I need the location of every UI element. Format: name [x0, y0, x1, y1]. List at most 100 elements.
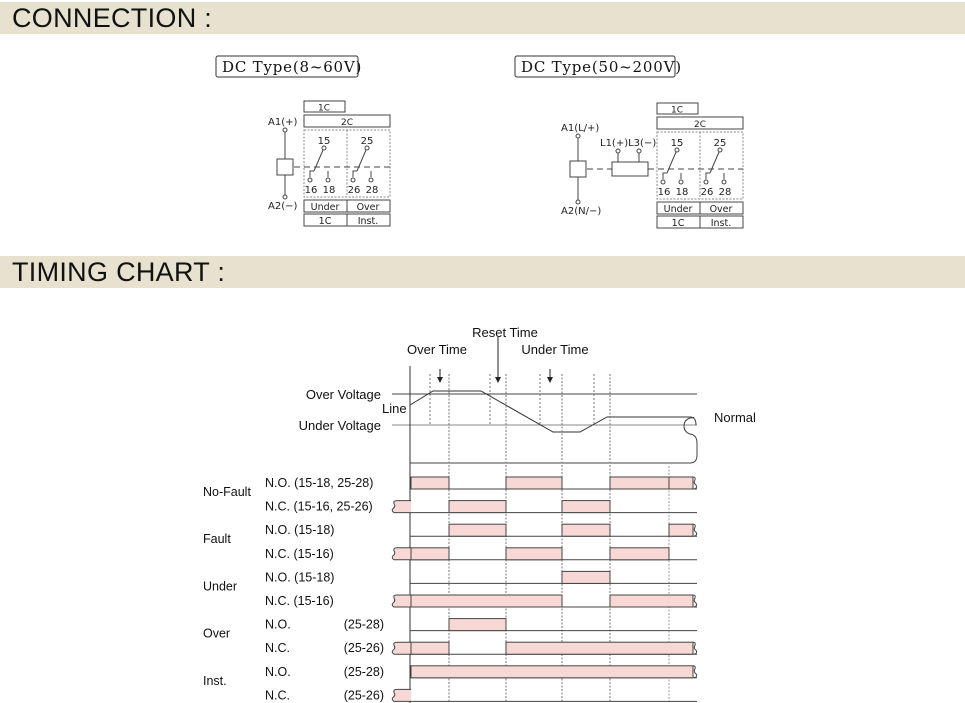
timing-title: TIMING CHART : [12, 257, 226, 287]
on-state-pulse [391, 500, 411, 514]
on-state-pulse [410, 665, 694, 679]
row-contact-label: N.O. (15-18) [265, 570, 334, 584]
contact-terminal-label: 26 [348, 185, 361, 196]
terminal-icon [282, 194, 288, 200]
arrow-down-icon [547, 377, 553, 383]
box-2c [656, 116, 744, 130]
switch-blade-icon [313, 149, 324, 172]
on-state-pulse [410, 641, 450, 655]
row_b-right-label: Inst. [711, 218, 732, 229]
common-terminal-label: 15 [318, 136, 331, 147]
contact-terminal-label: 18 [676, 187, 689, 198]
terminal-icon [321, 145, 327, 151]
on-state-pulse [448, 500, 507, 514]
box-1c [656, 102, 699, 115]
type-label: DC Type(8~60V) [222, 58, 362, 76]
under-time-label: Under Time [521, 342, 588, 357]
l-terminals-label: L1(+)L3(−) [600, 138, 656, 149]
terminal-icon [575, 133, 581, 139]
relay-coil-icon [569, 160, 587, 178]
row_a-right-label: Over [357, 202, 380, 213]
on-state-pulse [609, 476, 670, 490]
on-state-pulse [668, 523, 694, 537]
on-state-pulse [561, 500, 611, 514]
box-2c [303, 114, 391, 128]
row-contact-label: N.C. [265, 641, 290, 655]
nc-contact-icon [705, 172, 710, 179]
group-label: No-Fault [203, 485, 251, 499]
terminal-icon [615, 148, 621, 154]
row-contact-label: N.O. (15-18, 25-28) [265, 476, 373, 490]
on-state-pulse [609, 594, 694, 608]
terminal-icon [660, 179, 666, 185]
box-1c-label: 1C [318, 104, 330, 114]
terminal-icon [364, 145, 370, 151]
on-state-pulse [448, 523, 507, 537]
row_a-left-label: Under [664, 204, 693, 215]
row-contact-label: N.O. [265, 618, 291, 632]
row-contact-label: N.O. (15-18) [265, 523, 334, 537]
terminal-icon [674, 147, 680, 153]
continuation-break-icon [692, 665, 698, 679]
timing-row: N.C.(25-26) [265, 688, 697, 702]
under-voltage-label: Under Voltage [299, 418, 381, 433]
on-state-pulse [391, 594, 411, 608]
contact-terminal-label: 16 [658, 187, 671, 198]
row-terminals-label: (25-28) [344, 665, 384, 679]
on-state-pulse [391, 688, 411, 702]
arrow-down-icon [495, 377, 501, 383]
common-terminal-label: 25 [714, 138, 727, 149]
on-state-pulse [391, 547, 411, 561]
connection-title: CONNECTION : [12, 3, 213, 33]
on-state-pulse [668, 476, 694, 490]
box-2c-label: 2C [341, 118, 353, 128]
terminal-icon [350, 177, 356, 183]
a2-terminal-label: A2(−) [268, 201, 297, 212]
nc-contact-icon [662, 172, 667, 179]
terminal-icon [703, 179, 709, 185]
on-state-pulse [391, 641, 411, 655]
type-label: DC Type(50~200V) [521, 58, 682, 76]
normal-label: Normal [714, 410, 756, 425]
timing-row: N.O. (25-28) [265, 665, 698, 679]
continuation-break-icon [692, 641, 698, 655]
contact-terminal-label: 26 [701, 187, 714, 198]
terminal-icon [636, 148, 642, 154]
on-state-pulse [561, 523, 611, 537]
on-state-pulse [609, 547, 670, 561]
timing-section-header: TIMING CHART : [0, 256, 965, 288]
row-contact-label: N.C. (15-16, 25-26) [265, 500, 373, 514]
common-terminal-label: 15 [671, 138, 684, 149]
nc-contact-icon [309, 170, 314, 177]
on-state-pulse [561, 570, 611, 584]
type-label-box [215, 55, 359, 78]
row_a-left-label: Under [311, 202, 340, 213]
a1-terminal-label: A1(L/+) [561, 123, 599, 134]
on-state-pulse [410, 594, 563, 608]
a1-terminal-label: A1(+) [268, 117, 297, 128]
box-1c-label: 1C [671, 106, 683, 116]
timing-row: N.C. (15-16) [265, 547, 697, 561]
a2-terminal-label: A2(N/−) [561, 206, 601, 217]
timing-row: N.O.(25-28) [265, 618, 697, 632]
nc-contact-icon [352, 170, 357, 177]
connection-section-header: CONNECTION : [0, 2, 965, 34]
on-state-pulse [505, 641, 694, 655]
terminal-icon [325, 177, 331, 183]
row-terminals-label: (25-26) [344, 641, 384, 655]
row-contact-label: N.O. [265, 665, 291, 679]
type-label-box [514, 55, 676, 78]
row_a-right-label: Over [710, 204, 733, 215]
contact-terminal-label: 16 [305, 185, 318, 196]
row_b-left-label: 1C [319, 216, 332, 227]
on-state-pulse [448, 618, 507, 632]
timing-row: N.O. (15-18, 25-28) [265, 476, 698, 490]
reset-time-label: Reset Time [472, 325, 538, 340]
group-label: Under [203, 579, 237, 593]
over-time-label: Over Time [407, 342, 467, 357]
on-state-pulse [410, 476, 450, 490]
